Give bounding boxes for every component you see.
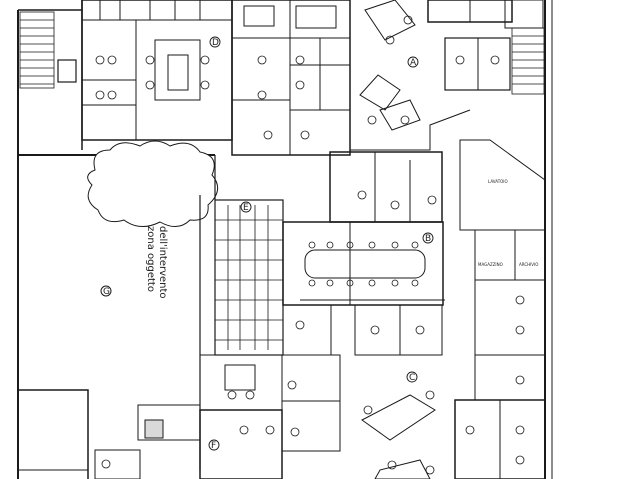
meeting-room-b <box>282 221 445 306</box>
marker-e-label: E <box>243 203 249 213</box>
shelving-area-e <box>214 199 284 356</box>
marker-a-circle <box>407 56 419 68</box>
office-block-center-top <box>231 0 351 156</box>
office-cluster-middle <box>282 151 443 356</box>
marker-g-label: G <box>103 287 110 297</box>
service-rooms-right <box>454 139 546 479</box>
room-label-storage: MAGAZZINO <box>478 262 503 267</box>
marker-b-label: B <box>425 234 431 244</box>
marker-d-label: D <box>212 38 219 48</box>
office-block-top-right <box>427 0 544 91</box>
marker-c-circle <box>406 371 418 383</box>
open-space-a <box>349 0 471 151</box>
room-label-stair-note: LAVATOIO <box>488 179 508 184</box>
area-markers <box>208 36 434 451</box>
furniture-chairs <box>95 15 525 475</box>
office-block-d <box>81 0 233 141</box>
stair-right <box>511 27 545 95</box>
cloud-shape <box>87 140 219 227</box>
marker-a-label: A <box>410 58 417 68</box>
room-label-archive: ARCHIVIO <box>519 262 538 267</box>
marker-c-label: C <box>409 373 415 383</box>
marker-f-label: F <box>211 441 216 451</box>
marker-g-circle <box>100 285 112 297</box>
zone-label-line2: dell'intervento <box>157 226 168 299</box>
marker-f-circle <box>208 439 220 451</box>
stair-left <box>19 11 77 89</box>
marker-d-circle <box>209 36 221 48</box>
rooms-bottom-center <box>94 354 341 479</box>
open-space-c <box>361 394 436 479</box>
marker-b-circle <box>422 232 434 244</box>
zone-label-line1: zona oggetto <box>145 226 156 292</box>
zone-text: zona oggetto dell'intervento <box>145 226 168 299</box>
building-walls <box>17 0 553 479</box>
marker-e-circle <box>240 201 252 213</box>
